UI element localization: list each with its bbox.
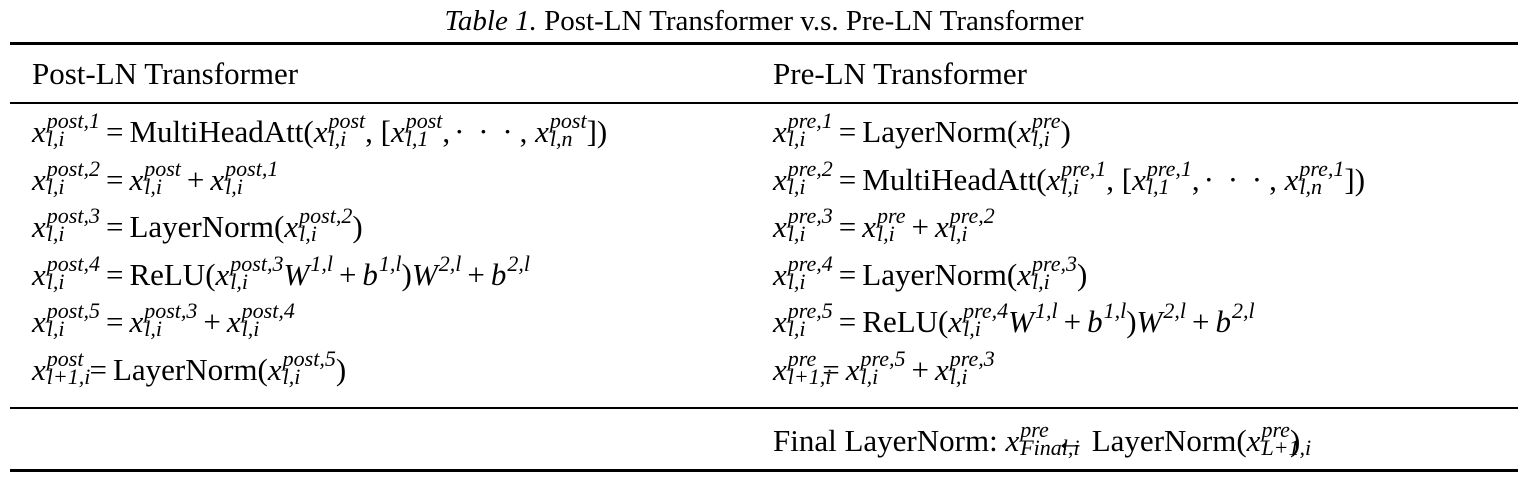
header-rule	[10, 102, 1518, 104]
post-ln-header: Post-LN Transformer	[32, 56, 299, 91]
table-title: Post-LN Transformer v.s. Pre-LN Transfor…	[544, 5, 1084, 37]
body-rule	[10, 407, 1518, 409]
top-rule	[10, 42, 1518, 45]
table-caption: Table 1. Post-LN Transformer v.s. Pre-LN…	[0, 3, 1528, 39]
bottom-rule	[10, 469, 1518, 472]
pre-ln-header: Pre-LN Transformer	[773, 56, 1027, 91]
table-label: Table 1.	[444, 5, 537, 37]
final-layernorm-label: Final LayerNorm:	[773, 423, 998, 458]
